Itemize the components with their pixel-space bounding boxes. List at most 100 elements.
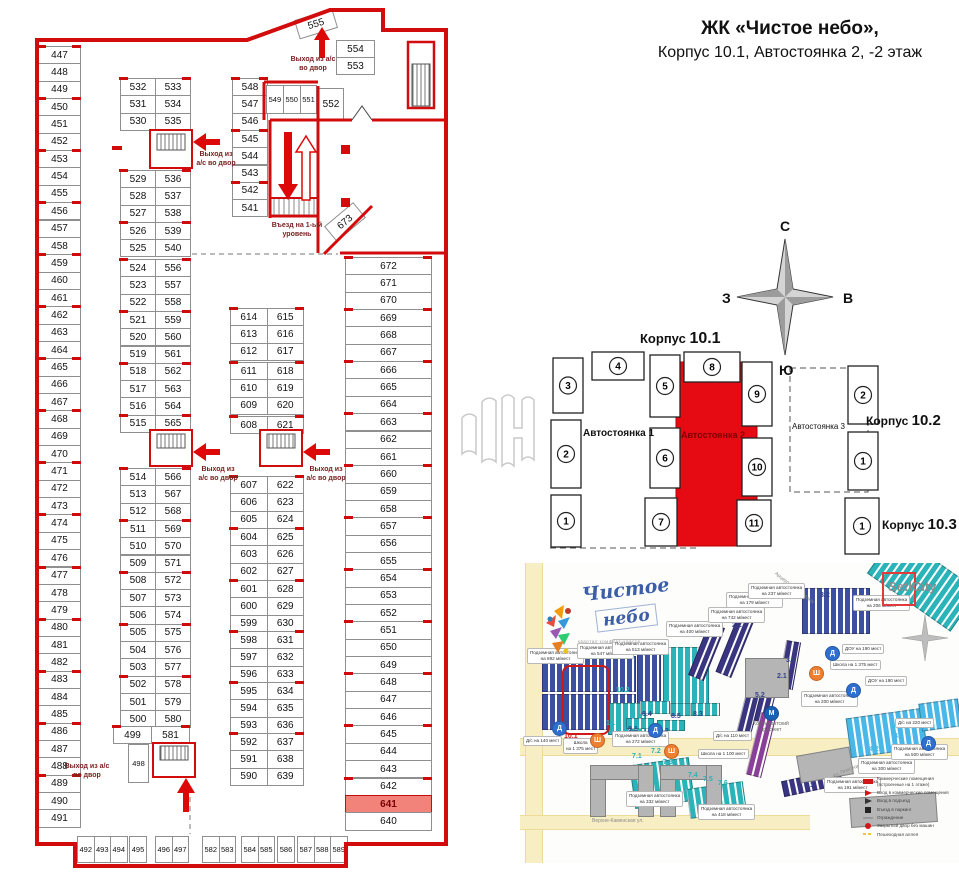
parking-space-545[interactable]: 545 <box>232 129 268 149</box>
parking-space-510[interactable]: 510 <box>120 537 156 556</box>
parking-space-647[interactable]: 647 <box>345 690 432 710</box>
parking-space-625[interactable]: 625 <box>266 528 304 547</box>
parking-space-535[interactable]: 535 <box>155 112 191 131</box>
parking-space-477[interactable]: 477 <box>38 566 81 585</box>
parking-space-662[interactable]: 662 <box>345 430 432 449</box>
parking-space-501[interactable]: 501 <box>120 692 156 712</box>
parking-space-547[interactable]: 547 <box>232 95 268 114</box>
parking-space-644[interactable]: 644 <box>345 742 432 762</box>
parking-space-451[interactable]: 451 <box>38 115 81 134</box>
parking-space-658[interactable]: 658 <box>345 499 432 519</box>
parking-space-565[interactable]: 565 <box>155 414 191 433</box>
parking-space-533[interactable]: 533 <box>155 78 191 97</box>
parking-space-620[interactable]: 620 <box>266 396 304 415</box>
parking-space-492[interactable]: 492 <box>77 836 95 863</box>
parking-space-453[interactable]: 453 <box>38 150 81 169</box>
parking-space-475[interactable]: 475 <box>38 531 81 551</box>
parking-space-483[interactable]: 483 <box>38 670 81 689</box>
parking-space-638[interactable]: 638 <box>266 750 304 769</box>
parking-space-652[interactable]: 652 <box>345 604 432 623</box>
parking-space-665[interactable]: 665 <box>345 378 432 397</box>
parking-space-563[interactable]: 563 <box>155 380 191 399</box>
parking-space-559[interactable]: 559 <box>155 310 191 330</box>
parking-space-646[interactable]: 646 <box>345 708 432 727</box>
parking-space-462[interactable]: 462 <box>38 306 81 325</box>
parking-space-572[interactable]: 572 <box>155 571 191 591</box>
parking-space-456[interactable]: 456 <box>38 202 81 221</box>
parking-space-539[interactable]: 539 <box>155 221 191 241</box>
parking-space-621[interactable]: 621 <box>266 416 304 435</box>
parking-space-657[interactable]: 657 <box>345 517 432 536</box>
parking-space-566[interactable]: 566 <box>155 468 191 487</box>
parking-space-668[interactable]: 668 <box>345 326 432 345</box>
parking-space-581[interactable]: 581 <box>151 726 190 744</box>
parking-space-671[interactable]: 671 <box>345 274 432 293</box>
parking-space-518[interactable]: 518 <box>120 362 156 382</box>
parking-space-552[interactable]: 552 <box>318 88 344 121</box>
parking-space-649[interactable]: 649 <box>345 656 432 675</box>
parking-space-514[interactable]: 514 <box>120 468 156 487</box>
parking-space-540[interactable]: 540 <box>155 239 191 258</box>
parking-space-629[interactable]: 629 <box>266 597 304 616</box>
parking-space-631[interactable]: 631 <box>266 631 304 650</box>
parking-space-650[interactable]: 650 <box>345 638 432 658</box>
parking-space-457[interactable]: 457 <box>38 219 81 238</box>
parking-space-528[interactable]: 528 <box>120 187 156 206</box>
parking-space-648[interactable]: 648 <box>345 673 432 692</box>
parking-space-579[interactable]: 579 <box>155 692 191 712</box>
parking-space-486[interactable]: 486 <box>38 722 81 741</box>
parking-space-584[interactable]: 584 <box>241 836 259 863</box>
parking-space-585[interactable]: 585 <box>257 836 275 863</box>
parking-space-496[interactable]: 496 <box>155 836 173 863</box>
parking-space-626[interactable]: 626 <box>266 545 304 564</box>
parking-space-667[interactable]: 667 <box>345 343 432 363</box>
parking-space-567[interactable]: 567 <box>155 485 191 504</box>
parking-space-570[interactable]: 570 <box>155 537 191 556</box>
parking-space-494[interactable]: 494 <box>110 836 128 863</box>
parking-space-498[interactable]: 498 <box>128 744 149 783</box>
parking-space-499[interactable]: 499 <box>113 726 152 744</box>
parking-space-523[interactable]: 523 <box>120 276 156 295</box>
parking-space-601[interactable]: 601 <box>230 580 268 599</box>
parking-space-589[interactable]: 589 <box>330 836 348 863</box>
parking-space-659[interactable]: 659 <box>345 482 432 501</box>
parking-space-670[interactable]: 670 <box>345 291 432 311</box>
parking-space-642[interactable]: 642 <box>345 777 432 796</box>
parking-space-645[interactable]: 645 <box>345 725 432 744</box>
parking-space-609[interactable]: 609 <box>230 396 268 415</box>
parking-space-606[interactable]: 606 <box>230 493 268 512</box>
parking-space-655[interactable]: 655 <box>345 551 432 571</box>
parking-space-480[interactable]: 480 <box>38 618 81 637</box>
parking-space-520[interactable]: 520 <box>120 328 156 347</box>
parking-space-608[interactable]: 608 <box>230 416 268 435</box>
parking-space-591[interactable]: 591 <box>230 750 268 769</box>
parking-space-530[interactable]: 530 <box>120 112 156 131</box>
parking-space-575[interactable]: 575 <box>155 623 191 642</box>
parking-space-634[interactable]: 634 <box>266 682 304 701</box>
parking-space-507[interactable]: 507 <box>120 589 156 608</box>
parking-space-669[interactable]: 669 <box>345 309 432 328</box>
parking-space-502[interactable]: 502 <box>120 675 156 694</box>
parking-space-534[interactable]: 534 <box>155 95 191 114</box>
parking-space-588[interactable]: 588 <box>313 836 331 863</box>
parking-space-524[interactable]: 524 <box>120 259 156 278</box>
parking-space-616[interactable]: 616 <box>266 325 304 344</box>
parking-space-653[interactable]: 653 <box>345 586 432 605</box>
parking-space-569[interactable]: 569 <box>155 519 191 539</box>
parking-space-541[interactable]: 541 <box>232 199 268 218</box>
parking-space-517[interactable]: 517 <box>120 380 156 399</box>
parking-space-610[interactable]: 610 <box>230 379 268 398</box>
parking-space-448[interactable]: 448 <box>38 63 81 82</box>
parking-space-640[interactable]: 640 <box>345 812 432 831</box>
parking-space-532[interactable]: 532 <box>120 78 156 97</box>
parking-space-551[interactable]: 551 <box>299 85 318 114</box>
parking-space-526[interactable]: 526 <box>120 221 156 241</box>
parking-space-450[interactable]: 450 <box>38 98 81 117</box>
parking-space-594[interactable]: 594 <box>230 699 268 718</box>
parking-space-672[interactable]: 672 <box>345 257 432 276</box>
parking-space-614[interactable]: 614 <box>230 308 268 327</box>
parking-space-465[interactable]: 465 <box>38 358 81 377</box>
parking-space-491[interactable]: 491 <box>38 809 81 828</box>
parking-space-505[interactable]: 505 <box>120 623 156 642</box>
parking-space-587[interactable]: 587 <box>297 836 315 863</box>
